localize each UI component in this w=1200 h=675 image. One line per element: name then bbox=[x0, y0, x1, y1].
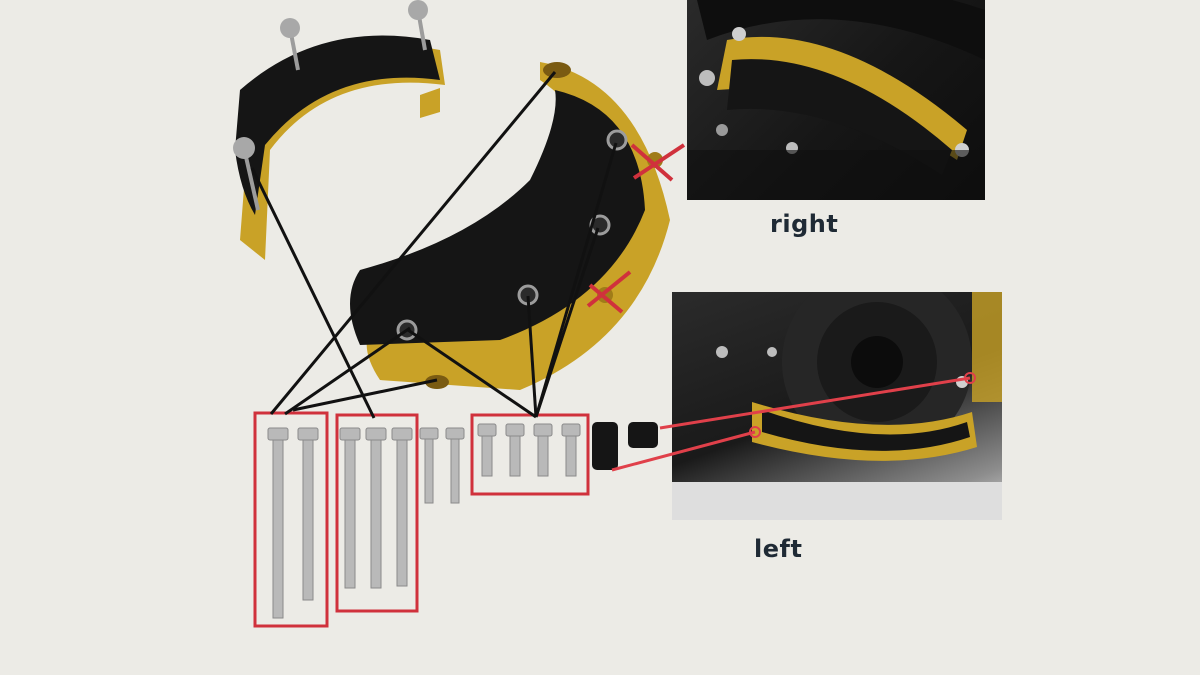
medium-bolt-pair bbox=[419, 427, 465, 504]
right-caption: right bbox=[770, 210, 839, 238]
left-caption: left bbox=[754, 535, 803, 563]
spacer-mount-point bbox=[749, 426, 761, 438]
long-bolt-set-2 bbox=[339, 427, 413, 589]
spacer-mount-point bbox=[964, 372, 976, 384]
engine-cover-front-view bbox=[350, 62, 670, 390]
left-side-engine-photo bbox=[672, 292, 1002, 520]
spacer-pointer-lines bbox=[611, 376, 971, 472]
bolt-group-1-highlight-box bbox=[253, 411, 329, 628]
short-bolt-set bbox=[477, 423, 581, 477]
excluded-hole-x-icon bbox=[630, 143, 686, 182]
long-bolt-set-1 bbox=[267, 427, 319, 619]
bolt-group-3-highlight-box bbox=[470, 413, 590, 496]
bolt-group-2-highlight-box bbox=[335, 413, 419, 613]
spacer-set bbox=[592, 422, 658, 470]
right-side-engine-photo bbox=[687, 0, 985, 200]
engine-cover-back-view bbox=[233, 0, 445, 260]
excluded-hole-x-icon bbox=[586, 270, 632, 314]
connector-lines bbox=[250, 71, 618, 419]
